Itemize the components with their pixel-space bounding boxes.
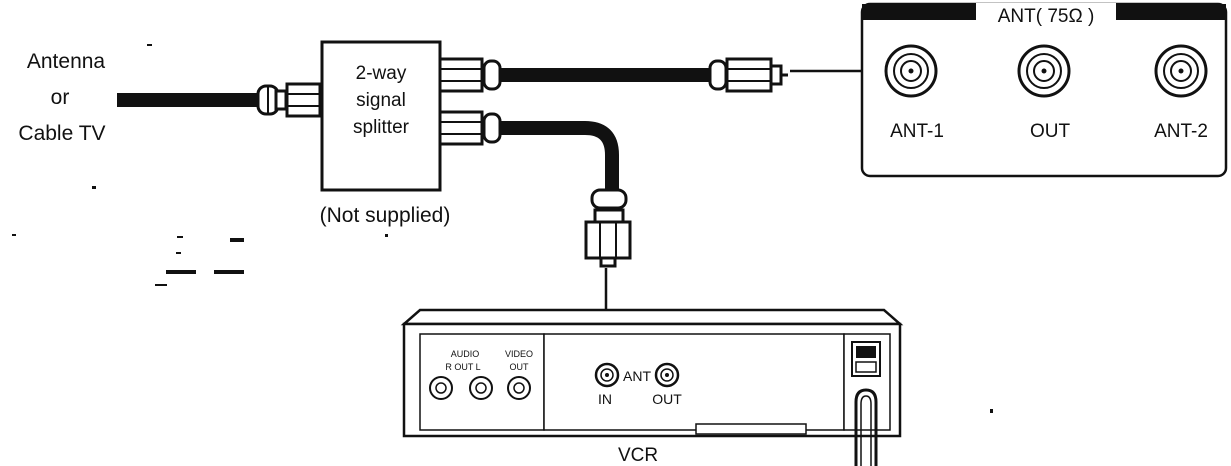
tv-out-label: OUT (1030, 121, 1071, 142)
tv-antenna-panel: ANT( 75Ω ) ANT-1 OUT ANT-2 (860, 2, 1228, 178)
source-label-line3: Cable TV (18, 122, 105, 145)
vcr-power-switch (851, 341, 881, 377)
cable-to-tv (500, 57, 882, 93)
vcr-video-label: VIDEO (505, 349, 533, 359)
splitter-label-line1: 2-way (356, 63, 407, 84)
source-label-line2: or (51, 86, 70, 109)
tv-panel-title: ANT( 75Ω ) (998, 6, 1095, 27)
vcr-video-out-jack (507, 376, 531, 400)
vcr-ant-in-label: IN (598, 391, 612, 407)
vcr-power-cord (854, 388, 878, 466)
vcr-ant-in-jack (594, 362, 620, 388)
vcr-ant-label: ANT (623, 368, 651, 384)
splitter-output-2-connector (438, 110, 502, 146)
splitter-label-line2: signal (356, 90, 406, 111)
vcr-ant-out-jack (654, 362, 680, 388)
scan-specks (12, 44, 993, 413)
splitter-label-line3: splitter (353, 117, 410, 138)
cable-to-vcr (500, 121, 632, 362)
vcr-unit: AUDIO R OUT L VIDEO OUT (400, 308, 904, 466)
vcr-ant-out-label: OUT (652, 391, 682, 407)
incoming-cable (117, 82, 322, 118)
vcr-audio-r-jack (429, 376, 453, 400)
source-label-line1: Antenna (27, 50, 106, 73)
ant2-label: ANT-2 (1154, 121, 1208, 142)
ant1-jack (884, 44, 938, 98)
splitter-box: 2-way signal splitter (Not supplied) (320, 40, 451, 227)
vcr-label: VCR (618, 445, 658, 466)
vcr-audio-l-jack (469, 376, 493, 400)
splitter-note: (Not supplied) (320, 204, 451, 227)
ant1-label: ANT-1 (890, 121, 944, 142)
vcr-video-sub-label: OUT (510, 362, 530, 372)
antenna-source: Antenna or Cable TV (18, 50, 105, 145)
vcr-audio-sub-label: R OUT L (445, 362, 480, 372)
ant2-jack (1154, 44, 1208, 98)
splitter-output-1-connector (438, 57, 502, 93)
tv-out-jack (1017, 44, 1071, 98)
vcr-audio-label: AUDIO (451, 349, 480, 359)
